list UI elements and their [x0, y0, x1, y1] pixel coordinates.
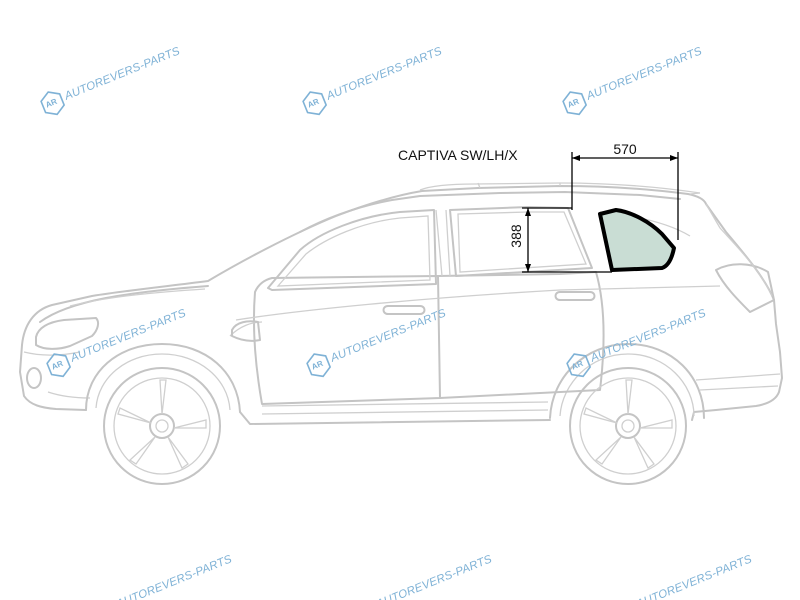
svg-text:AUTOREVERS-PARTS: AUTOREVERS-PARTS: [114, 553, 234, 600]
watermark-3: AR AUTOREVERS-PARTS: [562, 45, 704, 116]
height-dimension-label: 388: [508, 224, 524, 248]
watermark-logo-icon: [46, 353, 72, 378]
svg-text:AUTOREVERS-PARTS: AUTOREVERS-PARTS: [324, 45, 444, 103]
watermark-1: AR AUTOREVERS-PARTS: [40, 45, 182, 116]
car-outline: [19, 182, 783, 425]
svg-text:AR: AR: [566, 97, 580, 110]
watermark-logo-icon: [40, 91, 66, 116]
svg-text:AR: AR: [310, 359, 324, 372]
rear-wheel: [569, 367, 687, 485]
svg-text:AUTOREVERS-PARTS: AUTOREVERS-PARTS: [634, 553, 754, 600]
svg-text:AR: AR: [570, 359, 584, 372]
watermark-logo-icon: [562, 91, 588, 116]
model-label: CAPTIVA SW/LH/X: [398, 147, 518, 163]
svg-text:AUTOREVERS-PARTS: AUTOREVERS-PARTS: [62, 45, 182, 103]
svg-text:AR: AR: [306, 97, 320, 110]
width-dimension-label: 570: [613, 141, 637, 157]
watermark-logo-icon: [302, 91, 328, 116]
watermark-5: AR AUTOREVERS-PARTS: [306, 307, 448, 378]
svg-text:AUTOREVERS-PARTS: AUTOREVERS-PARTS: [584, 45, 704, 103]
watermark-8: AUTOREVERS-PARTS: [374, 553, 494, 600]
front-wheel: [103, 367, 221, 485]
svg-text:AUTOREVERS-PARTS: AUTOREVERS-PARTS: [374, 553, 494, 600]
watermark-9: AUTOREVERS-PARTS: [634, 553, 754, 600]
height-dimension: [522, 207, 612, 273]
watermark-7: AUTOREVERS-PARTS: [114, 553, 234, 600]
svg-text:AR: AR: [44, 97, 58, 110]
rear-quarter-glass: [598, 208, 676, 272]
svg-text:AR: AR: [50, 359, 64, 372]
watermark-2: AR AUTOREVERS-PARTS: [302, 45, 444, 116]
watermark-logo-icon: [306, 353, 332, 378]
svg-text:AUTOREVERS-PARTS: AUTOREVERS-PARTS: [328, 307, 448, 365]
watermark-logo-icon: [566, 353, 592, 378]
width-dimension: [571, 152, 679, 240]
svg-text:AUTOREVERS-PARTS: AUTOREVERS-PARTS: [68, 307, 188, 365]
